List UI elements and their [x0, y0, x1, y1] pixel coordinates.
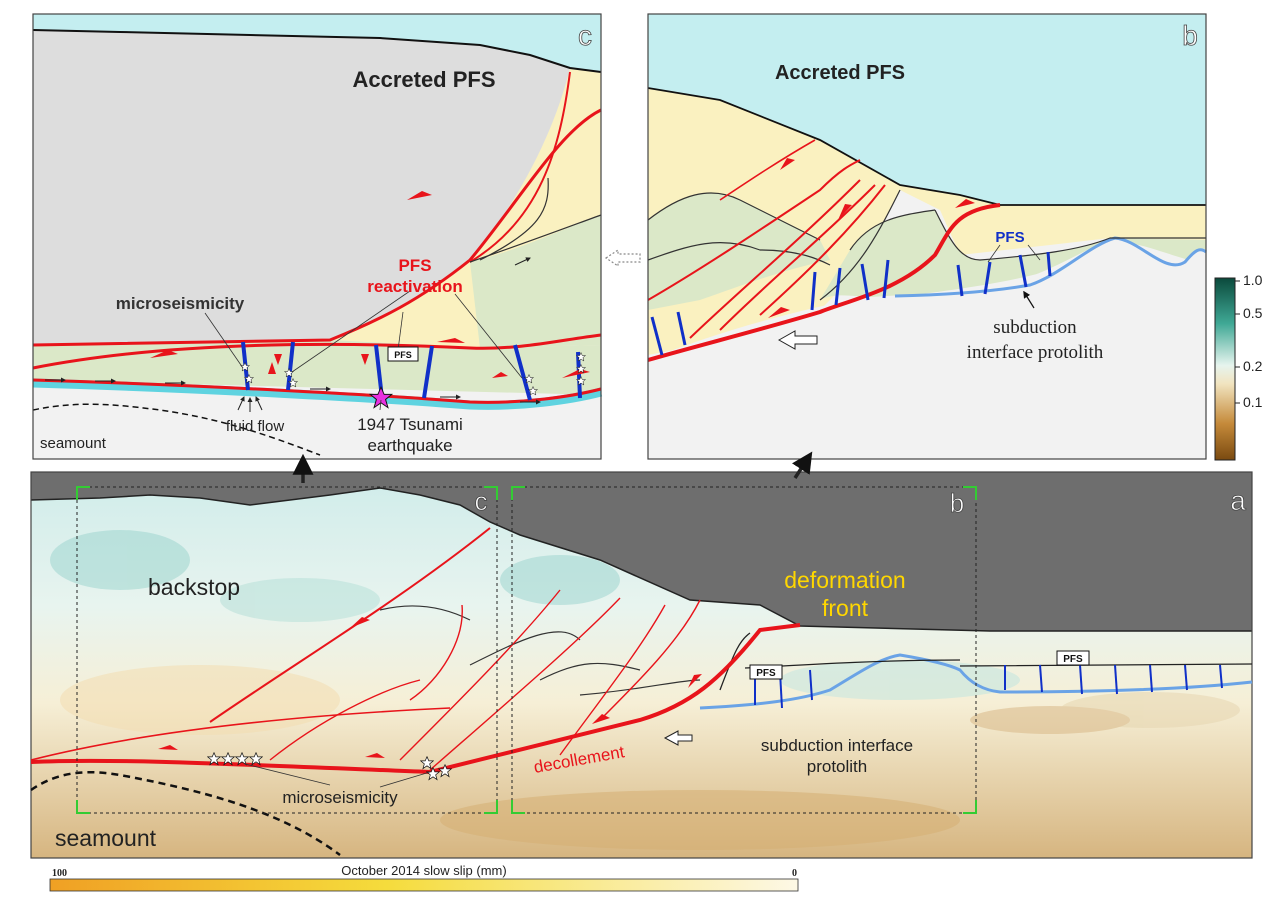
panel-b-letter: b [1182, 20, 1198, 51]
tsunami-label-1: 1947 Tsunami [357, 415, 463, 434]
sea-c [33, 14, 601, 72]
seamount-label-a: seamount [55, 825, 157, 851]
pfs-label-box-c [387, 346, 419, 362]
convergence-arrow-a [663, 730, 693, 746]
pfs-reactivation-label-2: reactivation [367, 277, 462, 296]
pfs-label-a2: PFS [1063, 654, 1083, 665]
leader-lines-b [987, 244, 1041, 263]
lower-plate-b [648, 239, 1206, 459]
sea-b [648, 14, 1206, 205]
panel-c-frame [32, 13, 602, 460]
seamount-outline [30, 771, 341, 857]
accreted-wedge-b [648, 88, 1206, 355]
main-fault-c [32, 108, 602, 347]
panel-b [647, 13, 1207, 460]
accreted-pfs-label-b: Accreted PFS [775, 62, 905, 84]
microseismicity-label-a: microseismicity [282, 788, 398, 807]
subduction-label-b2: interface protolith [967, 342, 1104, 363]
slip-arrows-a [158, 617, 702, 758]
pfs-label-b: PFS [995, 229, 1024, 246]
panel-link-arrow [604, 248, 641, 268]
interface-band-c [32, 378, 603, 410]
scale-colorbar [1214, 277, 1236, 461]
leader-lines-c [204, 290, 523, 411]
water-column-overlay [31, 472, 1252, 631]
seafloor-c [32, 29, 602, 73]
subduction-interface-label-a1: subduction interface [761, 736, 913, 755]
panel-a-letter: a [1230, 485, 1246, 516]
box-b-outline [511, 486, 977, 814]
strata-lines-2 [379, 605, 701, 696]
slip-arrows-b [768, 158, 975, 318]
slip-colorbar-min: 0 [792, 868, 797, 879]
panel-b-frame [647, 13, 1207, 460]
pfs-fractures-b [650, 251, 1052, 356]
green-unit-c2 [470, 215, 601, 348]
accreted-pfs-label-c: Accreted PFS [352, 67, 495, 92]
slip-colorbar-title: October 2014 slow slip (mm) [341, 863, 506, 878]
box-c-outline [76, 486, 498, 814]
thrust-faults-a [30, 527, 801, 774]
panel-c [32, 13, 603, 460]
decollement-c [32, 378, 602, 404]
pfs-label-box-a1 [749, 664, 783, 680]
slip-arrows-c [150, 191, 590, 378]
fluid-flow-arrows [45, 257, 541, 412]
pfs-reactivation-label-1: PFS [398, 256, 431, 275]
scale-tick-4: 0.1 [1243, 394, 1263, 410]
strata-c-1 [479, 177, 549, 261]
microseismicity-leader-2 [379, 771, 431, 788]
subduction-pointer-b [1023, 290, 1035, 309]
seamount-label-c: seamount [40, 435, 107, 452]
deformation-front-label-2: front [822, 595, 869, 621]
pfs-label-a1: PFS [756, 668, 776, 679]
pfs-label-c: PFS [394, 350, 412, 360]
subduction-interface-line [699, 653, 1253, 710]
secondary-fault-c [469, 71, 571, 263]
upper-fault-c [32, 333, 602, 370]
tsunami-label-2: earthquake [367, 436, 452, 455]
seamount-c [32, 403, 321, 456]
panel-a [30, 471, 1253, 859]
scale-tick-1: 1.0 [1243, 272, 1263, 288]
pfs-label-box-a2 [1056, 650, 1090, 666]
scale-tick-3: 0.2 [1243, 358, 1263, 374]
seismic-texture [50, 530, 1240, 850]
seafloor-line [30, 487, 1252, 632]
green-unit-b2 [820, 210, 1206, 300]
subduction-interface-label-a2: protolith [807, 757, 867, 776]
microseismicity-leader-1 [244, 763, 331, 786]
convergence-arrow-b [777, 330, 818, 350]
box-corners [76, 486, 977, 814]
subduction-interface-b [894, 236, 1207, 298]
lower-plate-c [33, 395, 601, 459]
strata-c-2 [469, 214, 602, 263]
deformation-front-label-1: deformation [784, 567, 905, 593]
microseismicity-label-c: microseismicity [116, 294, 245, 313]
slip-colorbar [49, 878, 799, 892]
scale-tick-2: 0.5 [1243, 305, 1263, 321]
box-c-letter: c [475, 486, 488, 516]
backstop-c [33, 30, 601, 345]
arrow-to-b [792, 451, 813, 479]
strata-b [647, 189, 1206, 301]
panel-a-frame [30, 471, 1253, 859]
slip-colorbar-max: 100 [52, 868, 67, 879]
green-unit-b1 [648, 192, 830, 310]
panel-c-letter: c [578, 20, 592, 51]
subduction-label-b1: subduction [993, 317, 1077, 338]
thrust-faults-b [647, 139, 1001, 362]
fluid-flow-label: fluid flow [226, 418, 285, 435]
scale-colorbar-ticks [1235, 280, 1240, 404]
backstop-label: backstop [148, 574, 240, 600]
box-b-letter: b [950, 488, 964, 518]
